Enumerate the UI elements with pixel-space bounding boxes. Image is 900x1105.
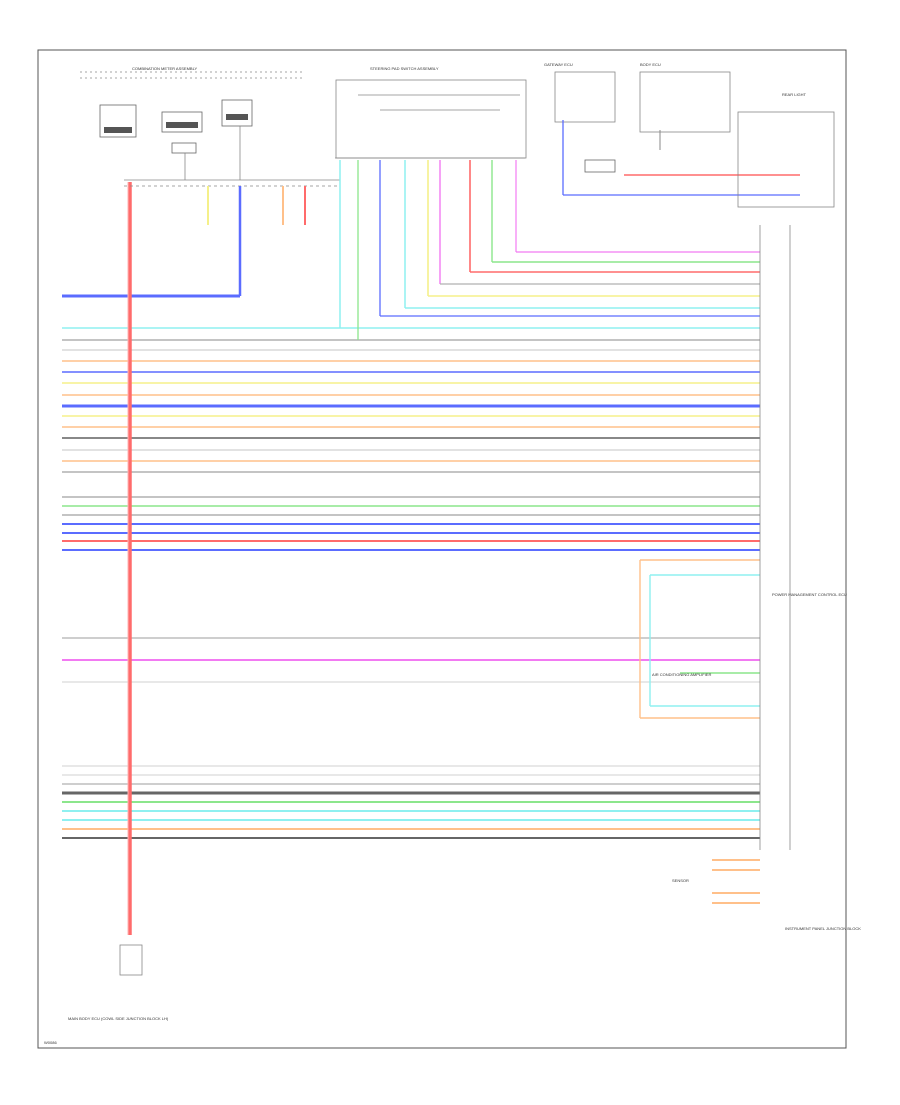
page-id: W0086 xyxy=(44,1040,57,1045)
sensor-title: SENSOR xyxy=(672,878,689,883)
steering-switch-title: STEERING PAD SWITCH ASSEMBLY xyxy=(370,66,439,71)
combination-meter-block: COMBINATION METER ASSEMBLY xyxy=(80,66,340,187)
meter-component-right xyxy=(221,99,253,127)
main-body-ecu-block: MAIN BODY ECU (COWL SIDE JUNCTION BLOCK … xyxy=(68,944,169,1021)
main-body-ecu-title: MAIN BODY ECU (COWL SIDE JUNCTION BLOCK … xyxy=(68,1016,169,1021)
instrument-panel-title: INSTRUMENT PANEL JUNCTION BLOCK xyxy=(785,926,861,931)
body-ecu-title: BODY ECU xyxy=(640,62,661,67)
air-conditioning-title: AIR CONDITIONING AMPLIFIER xyxy=(652,672,711,677)
gateway-ecu-block: GATEWAY ECU BODY ECU xyxy=(544,62,731,173)
diagram-frame xyxy=(37,49,847,1049)
rear-light-block: REAR LIGHT xyxy=(737,92,835,208)
steering-switch-block: STEERING PAD SWITCH ASSEMBLY xyxy=(335,66,527,159)
horizontal-wire-bundle xyxy=(62,294,760,839)
rear-light-title: REAR LIGHT xyxy=(782,92,807,97)
gateway-ecu-title: GATEWAY ECU xyxy=(544,62,573,67)
power-management-title: POWER MANAGEMENT CONTROL ECU xyxy=(772,592,847,597)
combination-meter-title: COMBINATION METER ASSEMBLY xyxy=(132,66,198,71)
sensor-block: SENSOR INSTRUMENT PANEL JUNCTION BLOCK xyxy=(672,859,861,931)
